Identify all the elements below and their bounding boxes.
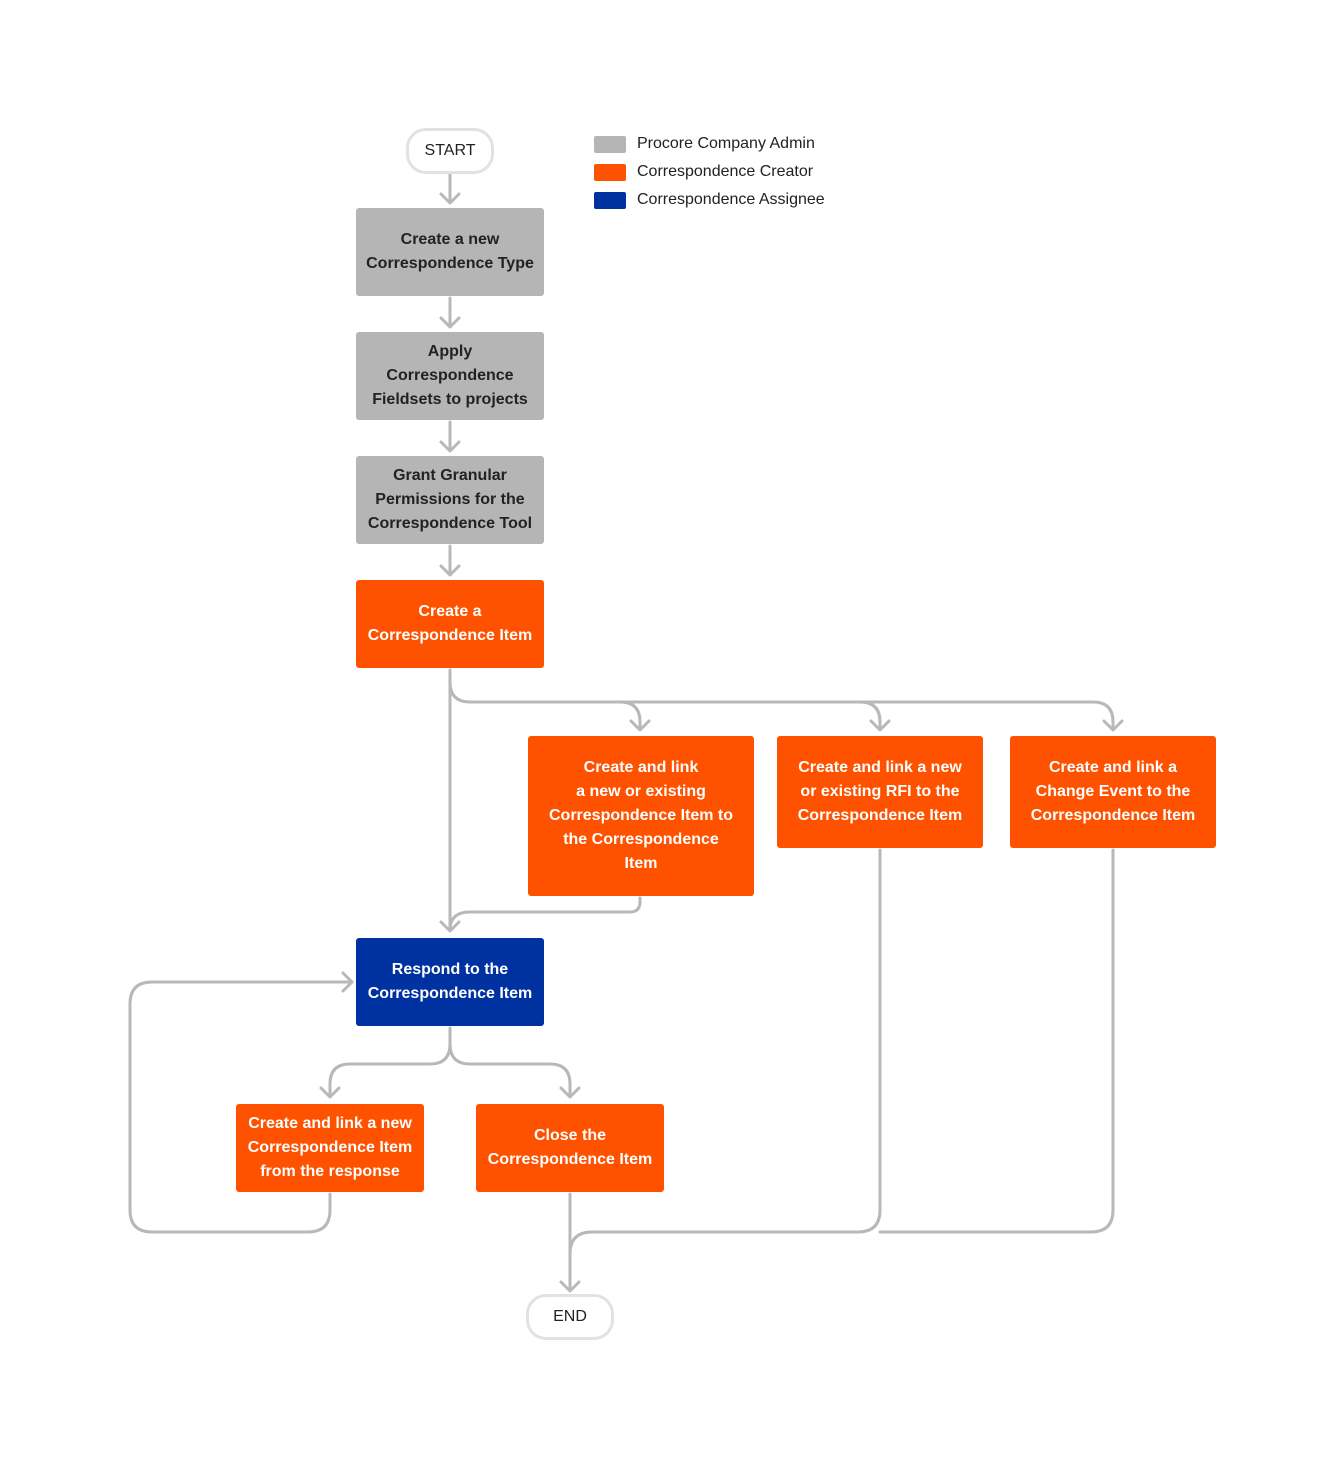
step-grant-permissions-text: Grant Granular Permissions for the Corre… xyxy=(367,467,533,532)
step-link-from-response-text: Create and link a new Correspondence Ite… xyxy=(247,1115,413,1180)
connector-link-change-event-to-end xyxy=(878,848,1115,1234)
legend: Procore Company Admin Correspondence Cre… xyxy=(594,130,825,214)
arrowhead-link-correspondence xyxy=(629,719,651,732)
start-terminal: START xyxy=(406,128,494,174)
connector-branch-link-correspondence xyxy=(618,700,642,731)
legend-swatch-admin xyxy=(594,135,626,153)
legend-label-assignee: Correspondence Assignee xyxy=(637,191,825,208)
step-create-correspondence-type-text: Create a new Correspondence Type xyxy=(366,231,534,272)
legend-item-assignee: Correspondence Assignee xyxy=(594,186,825,214)
arrowhead-create-type xyxy=(439,192,461,205)
legend-swatch-assignee xyxy=(594,191,626,209)
step-respond-to-item[interactable]: Respond to the Correspondence Item xyxy=(356,938,544,1026)
step-create-correspondence-item-text: Create a Correspondence Item xyxy=(367,603,533,644)
step-respond-to-item-text: Respond to the Correspondence Item xyxy=(367,961,533,1002)
arrowhead-link-from-response xyxy=(319,1086,341,1099)
arrowhead-loop-respond xyxy=(341,971,354,993)
step-close-item[interactable]: Close the Correspondence Item xyxy=(476,1104,664,1192)
arrowhead-close-item xyxy=(559,1086,581,1099)
legend-label-admin: Procore Company Admin xyxy=(637,135,815,152)
step-link-correspondence-item-text: Create and link a new or existing Corres… xyxy=(548,759,734,872)
start-label: START xyxy=(424,142,476,159)
step-link-from-response[interactable]: Create and link a new Correspondence Ite… xyxy=(236,1104,424,1192)
step-link-change-event[interactable]: Create and link a Change Event to the Co… xyxy=(1010,736,1216,848)
connector-respond-to-link-from-response xyxy=(328,1026,452,1098)
legend-item-admin: Procore Company Admin xyxy=(594,130,825,158)
step-close-item-text: Close the Correspondence Item xyxy=(487,1127,653,1168)
step-apply-fieldsets[interactable]: Apply Correspondence Fieldsets to projec… xyxy=(356,332,544,420)
connector-respond-to-close-item xyxy=(448,1042,572,1098)
end-terminal: END xyxy=(526,1294,614,1340)
step-link-rfi-text: Create and link a new or existing RFI to… xyxy=(797,759,963,824)
connector-link-rfi-to-end xyxy=(568,848,882,1256)
arrowhead-apply-fieldsets xyxy=(439,316,461,329)
step-create-correspondence-type[interactable]: Create a new Correspondence Type xyxy=(356,208,544,296)
connector-branch-link-rfi xyxy=(858,700,882,731)
step-apply-fieldsets-text: Apply Correspondence Fieldsets to projec… xyxy=(372,343,528,408)
arrowhead-grant-permissions xyxy=(439,440,461,453)
step-link-change-event-text: Create and link a Change Event to the Co… xyxy=(1030,759,1196,824)
arrowhead-link-change-event xyxy=(1102,719,1124,732)
step-link-rfi[interactable]: Create and link a new or existing RFI to… xyxy=(777,736,983,848)
legend-label-creator: Correspondence Creator xyxy=(637,163,814,180)
step-grant-permissions[interactable]: Grant Granular Permissions for the Corre… xyxy=(356,456,544,544)
connector-loop-back-to-respond xyxy=(128,980,354,1234)
arrowhead-end xyxy=(559,1280,581,1293)
arrowhead-link-rfi xyxy=(869,719,891,732)
arrowhead-create-item xyxy=(439,564,461,577)
step-link-correspondence-item[interactable]: Create and link a new or existing Corres… xyxy=(528,736,754,896)
connector-link-correspondence-to-respond xyxy=(448,896,642,932)
step-create-correspondence-item[interactable]: Create a Correspondence Item xyxy=(356,580,544,668)
connector-branch-bus xyxy=(448,668,1115,731)
legend-item-creator: Correspondence Creator xyxy=(594,158,825,186)
end-label: END xyxy=(553,1308,587,1325)
legend-swatch-creator xyxy=(594,163,626,181)
